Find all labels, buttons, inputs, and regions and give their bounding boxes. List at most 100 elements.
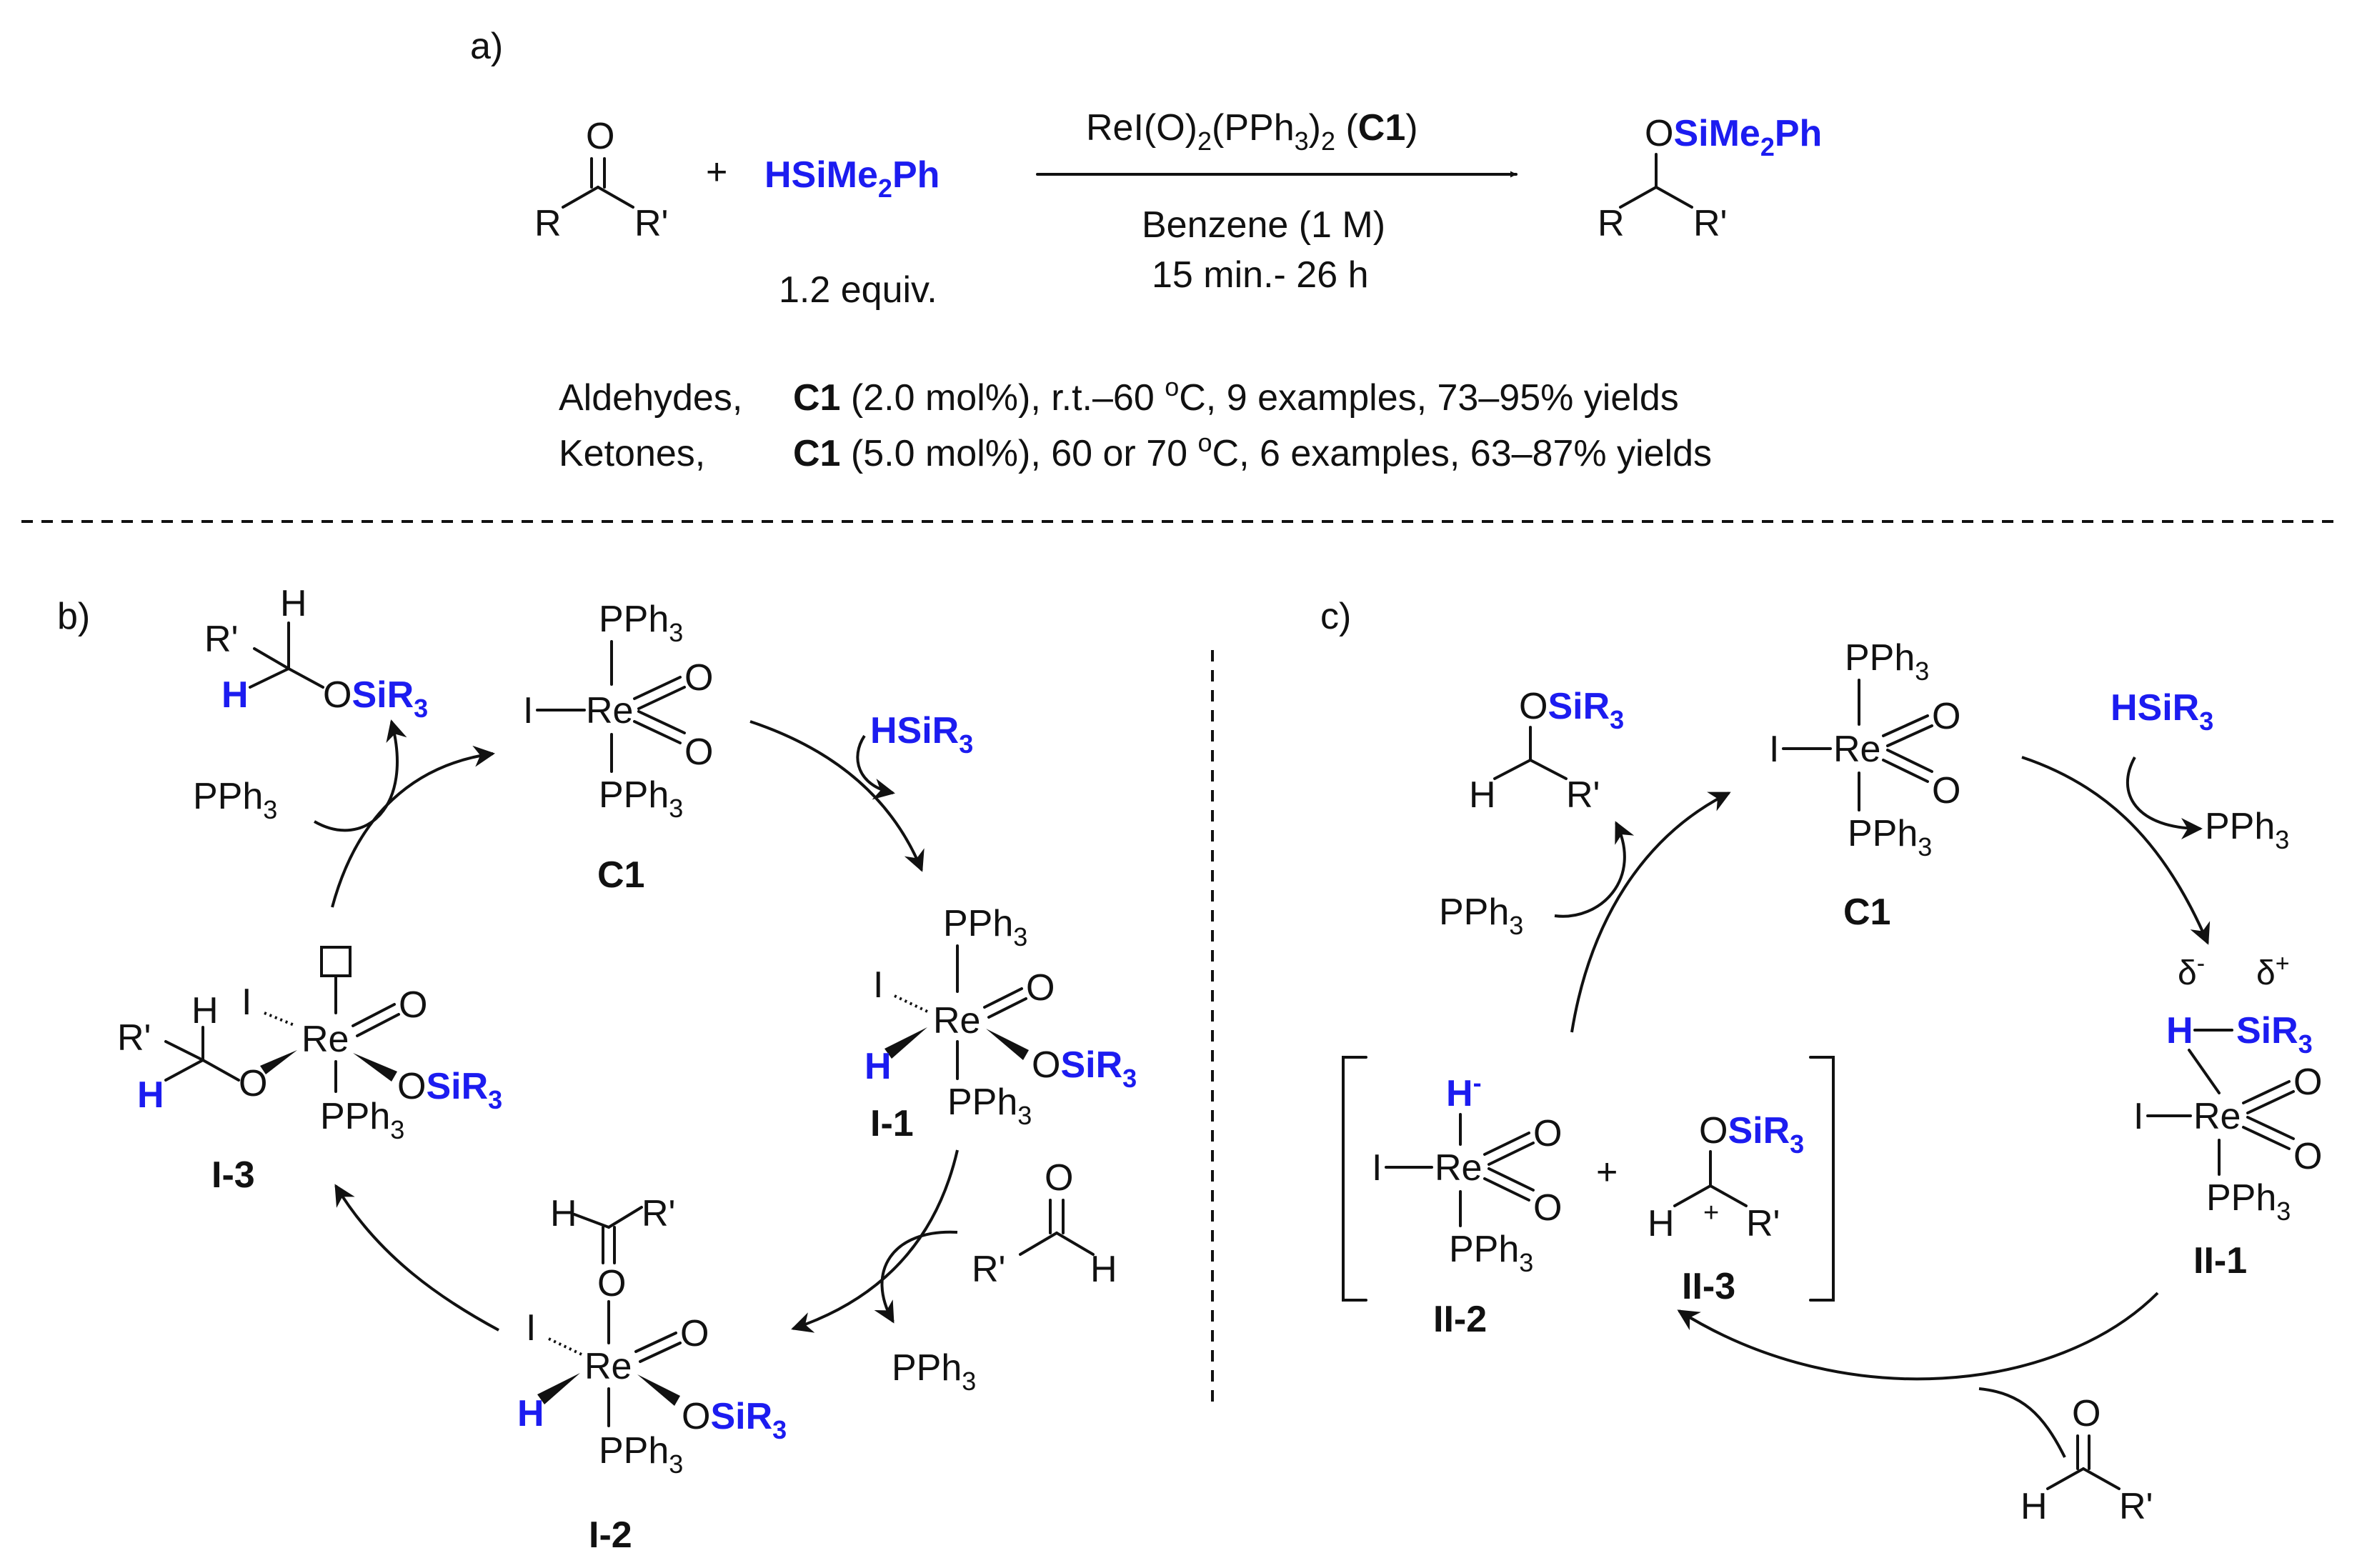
silyl-ether-product-b: R' H H OSiR3 bbox=[204, 583, 428, 723]
i1-top-pph3: PPh3 bbox=[943, 903, 1027, 952]
i2-hash-bond bbox=[548, 1337, 582, 1356]
c1c-top-pph3: PPh3 bbox=[1845, 637, 1929, 686]
aldc-cr bbox=[2082, 1467, 2121, 1490]
i1-hydride: H bbox=[864, 1046, 892, 1087]
intermediate-i1: PPh3 I Re O H OSiR3 PPh3 I-1 bbox=[864, 903, 1137, 1144]
ii2-code: II-2 bbox=[1433, 1299, 1487, 1340]
i2-rhenium: Re bbox=[584, 1346, 632, 1387]
i1-rhenium: Re bbox=[933, 1000, 980, 1042]
arc-aldehyde-in-c bbox=[1978, 1387, 2066, 1458]
c1c-oxo-1a bbox=[1882, 714, 1929, 737]
ketone-right-bond bbox=[597, 186, 634, 209]
i1-oxo-a bbox=[983, 987, 1023, 1009]
ii1-iodide: I bbox=[2133, 1096, 2143, 1137]
panel-b-label: b) bbox=[57, 596, 90, 637]
silyl-ether-product-c: OSiR3 H R' bbox=[1469, 686, 1624, 816]
c1-bottom-pph3: PPh3 bbox=[599, 774, 683, 823]
i3-rhenium: Re bbox=[302, 1019, 349, 1060]
silane-equivalents: 1.2 equiv. bbox=[779, 269, 937, 311]
panel-c: c) PPh3 I Re O O PPh3 C1 OSiR3 H R' bbox=[1320, 596, 2322, 1527]
ii3-rprime: R' bbox=[1746, 1203, 1780, 1244]
i2-oxygen: O bbox=[597, 1263, 626, 1304]
plus-sign: + bbox=[706, 151, 727, 193]
i2-oxo: O bbox=[680, 1313, 709, 1354]
i3-iodide: I bbox=[241, 982, 251, 1023]
c1-oxo-bond-2b bbox=[637, 710, 686, 734]
product-right-bond bbox=[1655, 186, 1693, 209]
i3-alkoxide-o: O bbox=[239, 1063, 267, 1104]
aldehyde-b-h: H bbox=[1090, 1249, 1117, 1290]
arc-ii2-to-c1 bbox=[1570, 792, 1731, 1033]
reaction-time: 15 min.- 26 h bbox=[1152, 254, 1369, 296]
product-oxygen: OSiR3 bbox=[323, 674, 428, 723]
product-rprime: R' bbox=[1693, 203, 1727, 244]
ii1-h-re-bond bbox=[2188, 1049, 2221, 1094]
product-rprime: R' bbox=[204, 619, 238, 660]
arc-silane-in-pph3-out-c bbox=[2126, 756, 2203, 839]
ii1-bottom-pph3: PPh3 bbox=[2206, 1177, 2291, 1226]
ii2-oxo-1: O bbox=[1533, 1113, 1562, 1154]
aldc-rprime: R' bbox=[2119, 1486, 2153, 1527]
silane-reagent: HSiMe2Ph bbox=[764, 154, 940, 203]
i3-c-h2-bond bbox=[164, 1059, 204, 1082]
i2-bottom-pph3: PPh3 bbox=[599, 1430, 683, 1479]
right-bracket bbox=[1809, 1056, 1835, 1302]
i2-hydride: H bbox=[517, 1393, 544, 1434]
i1-osilyl: OSiR3 bbox=[1032, 1044, 1137, 1093]
i1-iodide: I bbox=[873, 964, 883, 1006]
c1-oxo-1: O bbox=[684, 657, 713, 699]
released-pph3-c2: PPh3 bbox=[2205, 806, 2289, 854]
i3-hydride: H bbox=[137, 1074, 164, 1116]
product-oxygen: OSiMe2Ph bbox=[1645, 113, 1822, 161]
c1c-rhenium: Re bbox=[1833, 729, 1880, 770]
i3-oxo-b bbox=[356, 1013, 400, 1037]
silane-c: HSiR3 bbox=[2111, 687, 2213, 736]
c1c-oxo-1: O bbox=[1932, 696, 1960, 737]
c1-oxo-bond-2a bbox=[633, 720, 682, 744]
ii2-oxo-2: O bbox=[1533, 1187, 1562, 1229]
i1-bottom-pph3: PPh3 bbox=[947, 1082, 1032, 1130]
c1c-bottom-pph3: PPh3 bbox=[1848, 813, 1932, 862]
aldc-h: H bbox=[2020, 1486, 2048, 1527]
panel-b: b) PPh3 I Re O O PPh3 C1 R' H H bbox=[57, 583, 1137, 1556]
solvent: Benzene (1 M) bbox=[1142, 204, 1385, 246]
arc-pph3-in-product-out bbox=[314, 719, 407, 832]
aldc-ch bbox=[2046, 1467, 2085, 1490]
i3-oxo: O bbox=[399, 984, 427, 1026]
bracketed-ion-pair: H- I Re O O PPh3 + OSiR3 + H R' bbox=[1342, 1056, 1835, 1302]
arc-c1-to-i1 bbox=[749, 720, 925, 872]
product-left-bond bbox=[1619, 186, 1658, 209]
arc-i2-to-i3 bbox=[334, 1184, 499, 1332]
ii1-oxo-1a bbox=[2242, 1080, 2291, 1104]
prodc-h: H bbox=[1469, 774, 1496, 816]
complex-c1: PPh3 I Re O O PPh3 C1 bbox=[523, 599, 713, 896]
i2-c-r-bond bbox=[607, 1206, 643, 1229]
ketone-left-bond bbox=[562, 186, 599, 209]
i3-oxo-a bbox=[352, 1003, 396, 1027]
ii2-oxo-2b bbox=[1488, 1167, 1535, 1192]
product-c-o-bond bbox=[287, 667, 324, 689]
arc-i3-to-c1 bbox=[331, 745, 495, 908]
ion-pair-plus: + bbox=[1596, 1152, 1618, 1193]
i1-oxo: O bbox=[1026, 967, 1055, 1009]
silane-b: HSiR3 bbox=[870, 710, 973, 759]
ii1-rhenium: Re bbox=[2193, 1096, 2241, 1137]
ii2-oxo-1a bbox=[1483, 1132, 1530, 1156]
i2-h-c-bond bbox=[573, 1213, 610, 1229]
prodc-cr-bond bbox=[1529, 759, 1568, 780]
i3-bottom-pph3: PPh3 bbox=[320, 1096, 404, 1144]
product-c-h2-bond bbox=[249, 667, 290, 689]
c1-top-pph3: PPh3 bbox=[599, 599, 683, 647]
i1-hash-bond bbox=[894, 994, 928, 1013]
ii1-oxo-2: O bbox=[2293, 1136, 2322, 1177]
i2-oxo-a bbox=[634, 1332, 677, 1353]
ii2-rhenium: Re bbox=[1435, 1147, 1482, 1189]
panel-a: a) O R R' + HSiMe2Ph 1.2 equiv. ReI(O)2(… bbox=[470, 26, 1822, 474]
c1c-iodide: I bbox=[1769, 729, 1779, 770]
ii2-hydride: H- bbox=[1446, 1068, 1482, 1114]
ii2-iodide: I bbox=[1372, 1147, 1382, 1189]
i2-oxo-b bbox=[639, 1342, 682, 1363]
i3-o-c-bond bbox=[201, 1059, 240, 1082]
ketone-structure: O R R' bbox=[534, 116, 668, 244]
